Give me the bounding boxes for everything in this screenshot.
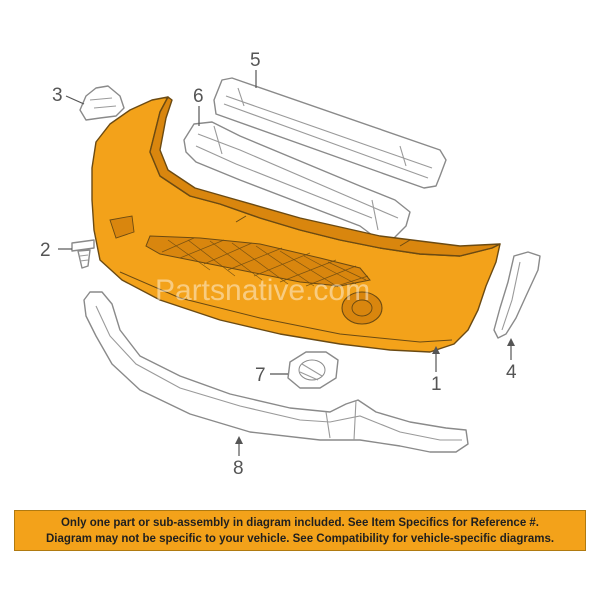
disclaimer-line-1: Only one part or sub-assembly in diagram… xyxy=(60,516,540,529)
disclaimer-banner: Only one part or sub-assembly in diagram… xyxy=(14,510,586,551)
part-8-lower-absorber xyxy=(83,291,469,453)
callout-leaders xyxy=(58,70,515,456)
part-5-reinforcement-bar xyxy=(213,77,447,189)
part-7-fog-lamp-cover xyxy=(287,351,339,389)
callout-6: 6 xyxy=(193,86,204,107)
callout-5: 5 xyxy=(250,50,261,71)
callout-3: 3 xyxy=(52,85,63,106)
callout-8: 8 xyxy=(233,458,244,479)
part-1-bumper-cover: Partsnative.com xyxy=(91,96,501,353)
part-2-push-clip xyxy=(71,239,95,269)
callout-7: 7 xyxy=(255,365,266,386)
disclaimer-line-2: Diagram may not be specific to your vehi… xyxy=(45,532,555,545)
part-4-side-filler-panel xyxy=(493,251,541,339)
watermark: Partsnative.com xyxy=(155,274,370,307)
callout-1: 1 xyxy=(431,374,442,395)
callout-4: 4 xyxy=(506,362,517,383)
part-3-bracket xyxy=(79,85,125,121)
callout-2: 2 xyxy=(40,240,51,261)
part-6-energy-absorber xyxy=(183,121,411,241)
